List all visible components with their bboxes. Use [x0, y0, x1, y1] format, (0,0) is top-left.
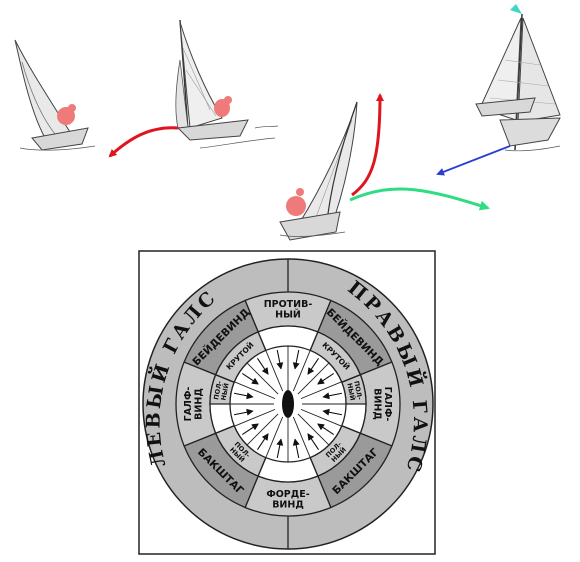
course-arrow-red-up [351, 93, 384, 197]
wind-arrow [307, 433, 320, 451]
boat-hull-icon [282, 390, 294, 418]
wind-arrow [322, 408, 343, 416]
inner-divider [341, 374, 361, 383]
label-fordevind: ФОРДЕ-ВИНД [266, 489, 309, 510]
wind-arrow [276, 438, 284, 459]
wind-arrow [256, 357, 269, 375]
wind-arrow [276, 349, 284, 370]
sailboat-3 [279, 101, 358, 241]
spoke-line [297, 362, 330, 395]
inner-divider [215, 374, 235, 383]
wind-arrow [292, 349, 300, 370]
course-arrow-blue [436, 145, 511, 176]
sailor-figure [214, 99, 230, 117]
wind-arrow [256, 433, 269, 451]
spoke-line [234, 381, 276, 400]
spoke-line [292, 350, 311, 392]
course-arrow-red-left [108, 126, 179, 158]
wind-arrow [241, 372, 259, 385]
label-polny-right-top: ПОЛ-НЫЙ [345, 380, 364, 402]
inner-divider [257, 457, 267, 477]
spoke-line [246, 362, 279, 395]
spoke-line [265, 350, 284, 392]
wind-arrow [307, 357, 320, 375]
inner-divider [309, 331, 319, 351]
inner-divider [341, 425, 361, 434]
spoke-line [292, 416, 311, 458]
wind-arrow [233, 408, 254, 416]
wind-arrow [322, 392, 343, 400]
inner-divider [257, 331, 267, 351]
wind-arrow [317, 423, 335, 436]
label-galfvind-right: ГАЛФ-ВИНД [371, 387, 392, 422]
label-galfvind-left: ГАЛФ-ВИНД [183, 387, 204, 422]
inner-divider [215, 425, 235, 434]
label-polny-left-top: ПОЛ-НЫЙ [212, 380, 231, 402]
spoke-line [234, 408, 276, 427]
spoke-line [246, 413, 279, 446]
spoke-line [265, 416, 284, 458]
sailboat-4 [475, 4, 561, 152]
pennant-flag [510, 4, 522, 14]
spoke-line [300, 408, 342, 427]
wind-arrow [317, 372, 335, 385]
spoke-line [297, 413, 330, 446]
wind-arrow [241, 423, 259, 436]
inner-divider [309, 457, 319, 477]
wind-arrow [233, 392, 254, 400]
course-arrow-green-right [349, 187, 490, 211]
spoke-line [300, 381, 342, 400]
sailboat-2 [175, 19, 279, 149]
label-protivny: ПРОТИВ-НЫЙ [264, 299, 313, 320]
sailboat-1 [14, 39, 96, 151]
wind-arrow [292, 438, 300, 459]
sailor-figure [286, 196, 306, 216]
